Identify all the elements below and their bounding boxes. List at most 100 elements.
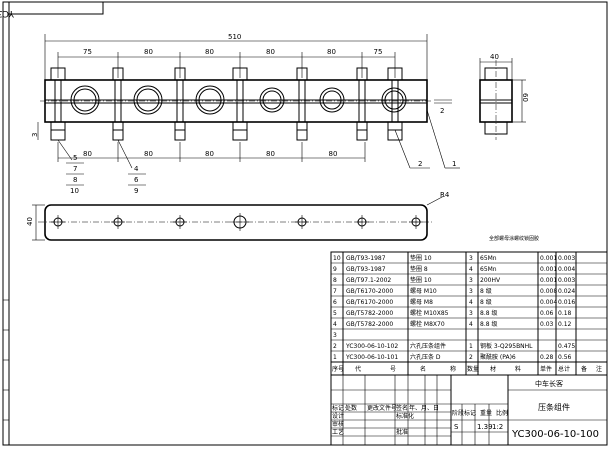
bom-cell-w1: 0.28	[540, 354, 554, 361]
callouts-mid: 4 6 9	[128, 165, 146, 195]
bom-cell-mat: 65Mn	[480, 266, 497, 273]
svg-text:批准: 批准	[396, 428, 408, 436]
dim-bottom-spacing: 80	[83, 150, 92, 158]
drawing-number: YC300-06-10-100	[511, 429, 599, 440]
dim-top-spacing: 75	[374, 48, 383, 56]
bom-cell-w2: 0.475	[558, 343, 575, 350]
bom-cell-mat: 聚酰胺 (PA)6	[480, 353, 516, 361]
nut-bottom	[174, 129, 186, 141]
bom-cell-no: 8	[333, 277, 337, 284]
svg-text:6: 6	[134, 176, 139, 184]
svg-text:标记: 标记	[332, 404, 344, 412]
washer	[296, 121, 308, 131]
washer	[174, 121, 186, 131]
dim-left-3: 3	[31, 133, 39, 137]
stage-mark: S	[454, 423, 459, 431]
bom-cell-std: GB/T93-1987	[346, 266, 386, 273]
bom-cell-name: 六孔压条 D	[410, 353, 441, 361]
bom-cell-w2: 0.18	[558, 310, 572, 317]
svg-text:2: 2	[418, 160, 422, 168]
bom-cell-qty: 2	[469, 354, 473, 361]
bom-cell-no: 1	[333, 354, 337, 361]
bom-cell-mat: 8 级	[480, 298, 492, 306]
bom-cell-no: 5	[333, 310, 337, 317]
rotated-drawing-number: YC300-06-10-100	[0, 8, 15, 18]
washer	[112, 121, 124, 131]
bom-cell-mat: 钢板 3-Q295BNHL	[480, 342, 533, 350]
bom-cell-qty: 4	[469, 299, 473, 306]
washer	[50, 121, 66, 131]
bom-cell-std: YC300-06-10-101	[345, 354, 398, 361]
bom-cell-w2: 0.004	[558, 266, 575, 273]
bom-header-cell: 总计	[558, 365, 570, 373]
bom-cell-name: 螺栓 M8X70	[410, 320, 445, 328]
bom-cell-no: 7	[333, 288, 337, 295]
bom-cell-name: 垫圈 8	[410, 265, 428, 273]
bom-cell-no: 10	[333, 255, 341, 262]
bom-cell-mat: 8 级	[480, 287, 492, 295]
bom-cell-w1: 0.001	[540, 255, 557, 262]
dim-bottom-spacing: 80	[144, 150, 153, 158]
bom-cell-name: 垫圈 10	[410, 276, 432, 284]
bolt-head	[259, 87, 285, 113]
bom-cell-w1: 0.004	[540, 299, 557, 306]
callouts-right: 2 1	[418, 160, 456, 168]
large-bolt-head	[133, 85, 163, 115]
bom-cell-w1: 0.001	[540, 277, 557, 284]
title-block: 标记 处数 更改文件号 签名 年、月、日 设计 标准化 审核 工艺 批准 阶段标…	[330, 374, 608, 446]
scale-value: 1:2	[492, 423, 503, 431]
dim-top-spacing: 80	[327, 48, 336, 56]
bom-header-cell: 材	[490, 365, 496, 373]
svg-text:9: 9	[134, 187, 138, 195]
svg-text:签名: 签名	[396, 404, 408, 412]
bolt-head	[319, 87, 345, 113]
bom-header-cell: 代	[355, 365, 361, 373]
bom-cell-qty: 3	[469, 288, 473, 295]
bom-header-cell: 数量	[467, 365, 479, 373]
bom-cell-w1: 0.06	[540, 310, 554, 317]
dim-top-spacing: 80	[266, 48, 275, 56]
bom-cell-qty: 1	[469, 343, 473, 350]
svg-text:5: 5	[73, 154, 77, 162]
part-name: 压条组件	[538, 402, 570, 412]
bom-header-cell: 备	[581, 365, 587, 373]
side-dim-width: 40	[490, 53, 499, 61]
bom-header-cell: 号	[390, 366, 396, 373]
bom-header-cell: 称	[450, 365, 456, 373]
bom-cell-w2: 0.56	[558, 354, 572, 361]
bom-cell-std: GB/T6170-2000	[346, 288, 393, 295]
bom-cell-name: 螺母 M8	[410, 298, 433, 306]
technical-note: 全部螺母涂螺纹锁固胶	[489, 235, 539, 242]
bom-header-cell: 名	[420, 365, 426, 373]
dim-overall-510: 510	[228, 33, 241, 41]
bom-cell-std: GB/T5782-2000	[346, 310, 393, 317]
callouts-left: 5 7 8 10	[66, 154, 84, 195]
dim-top-spacing: 80	[205, 48, 214, 56]
bom-cell-qty: 3	[469, 255, 473, 262]
bom-cell-name: 螺栓 M10X85	[410, 309, 449, 317]
bom-header-cell: 注	[596, 365, 602, 373]
bom-cell-mat: 200HV	[480, 277, 501, 284]
svg-text:8: 8	[73, 176, 77, 184]
svg-text:重量: 重量	[480, 409, 492, 417]
dim-bottom-spacing: 80	[205, 150, 214, 158]
dim-bottom-spacing: 80	[266, 150, 275, 158]
large-bolt-head	[70, 85, 100, 115]
svg-text:4: 4	[134, 165, 139, 173]
svg-text:设计: 设计	[332, 412, 344, 420]
bom-cell-name: 六孔压条组件	[410, 342, 446, 350]
bom-cell-qty: 3	[469, 310, 473, 317]
nut-bottom	[50, 129, 66, 141]
bottom-radius-note: R4	[440, 191, 450, 199]
bom-cell-no: 9	[333, 266, 337, 273]
bom-cell-w2: 0.016	[558, 299, 575, 306]
bom-cell-qty: 4	[469, 266, 473, 273]
dim-bottom-spacing: 80	[329, 150, 338, 158]
bom-cell-mat: 8.8 级	[480, 320, 497, 328]
nut-bottom	[387, 129, 403, 141]
svg-text:更改文件号: 更改文件号	[367, 404, 397, 412]
